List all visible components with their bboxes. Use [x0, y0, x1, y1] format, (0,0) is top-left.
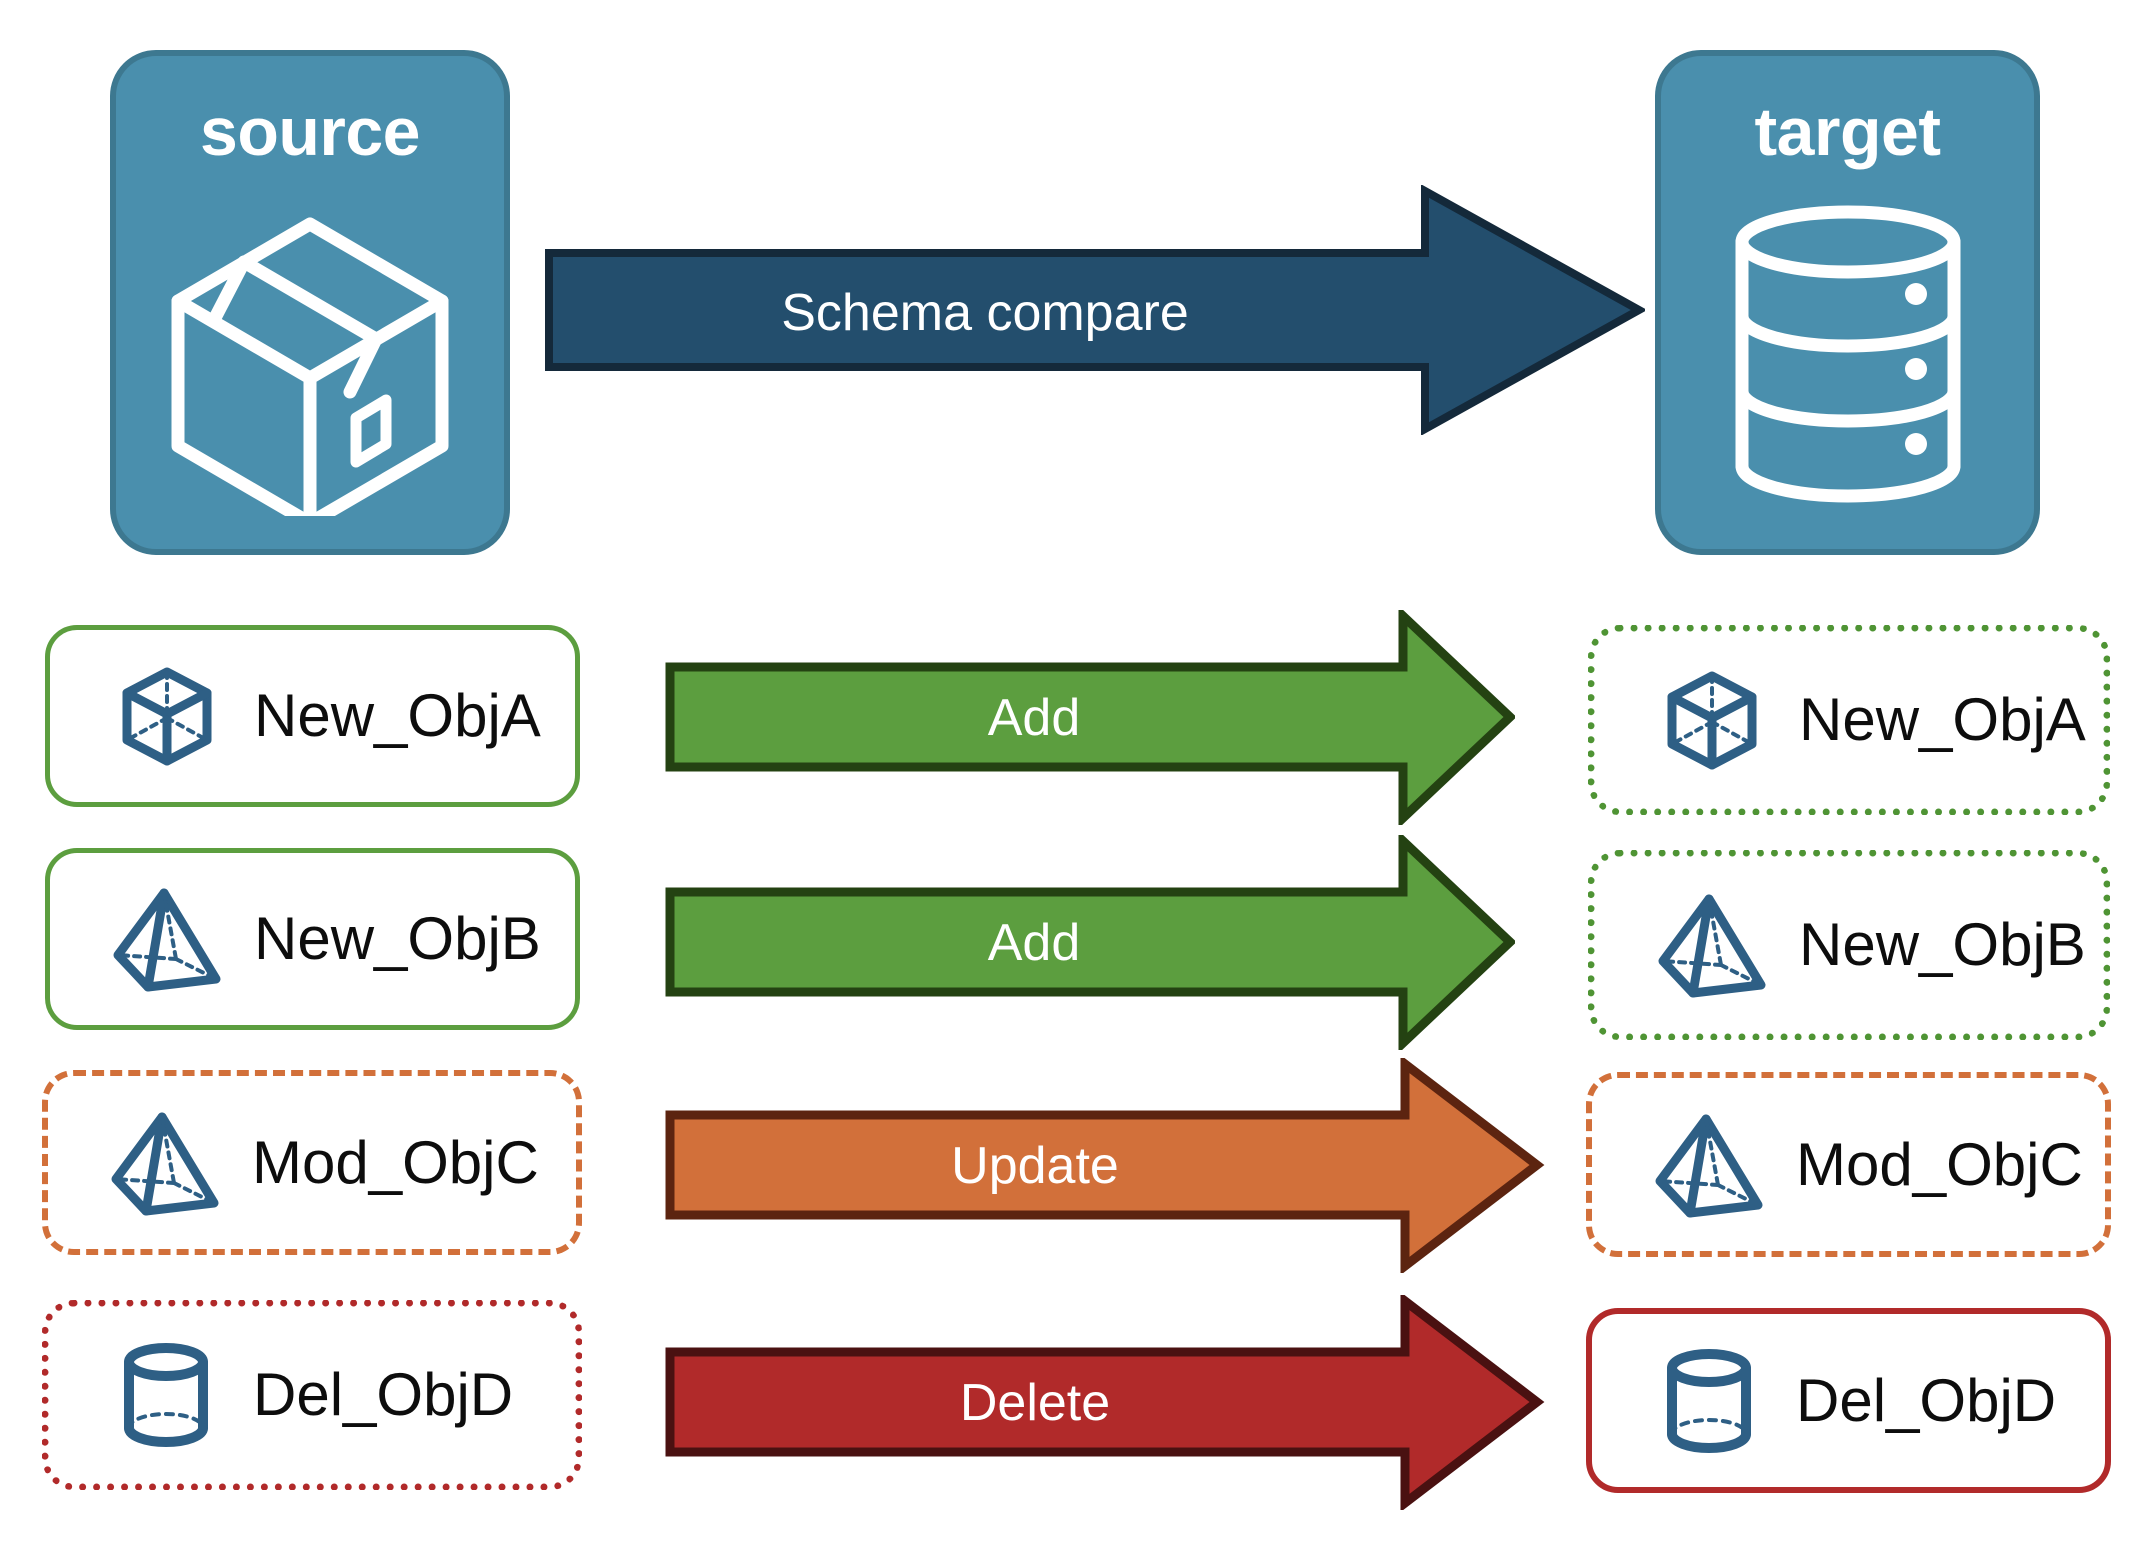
- package-box-icon: [116, 206, 504, 516]
- schema-compare-arrow: Schema compare: [545, 184, 1648, 436]
- source-object-label-4: Del_ObjD: [253, 1361, 514, 1428]
- source-object-label-1: New_ObjA: [254, 682, 541, 749]
- wireframe-pyramid-icon: [1653, 889, 1771, 1001]
- wireframe-cube-icon: [1653, 664, 1771, 776]
- add-arrow-row-1: Add: [665, 605, 1517, 829]
- source-object-row-1: New_ObjA: [45, 625, 580, 807]
- add-arrow-row-2: Add: [665, 830, 1517, 1054]
- wireframe-pyramid-icon: [1650, 1109, 1768, 1221]
- add-arrow-label-2: Add: [987, 914, 1081, 972]
- wireframe-pyramid-icon: [108, 883, 226, 995]
- target-panel: target: [1655, 50, 2040, 555]
- target-object-row-3: Mod_ObjC: [1586, 1072, 2111, 1257]
- target-object-label-1: New_ObjA: [1799, 686, 2086, 753]
- target-object-label-4: Del_ObjD: [1796, 1366, 2057, 1434]
- source-panel-title: source: [200, 94, 421, 170]
- target-object-row-2: New_ObjB: [1588, 850, 2110, 1040]
- source-object-row-2: New_ObjB: [45, 848, 580, 1030]
- wireframe-cube-icon: [108, 660, 226, 772]
- target-object-label-2: New_ObjB: [1799, 911, 2086, 978]
- schema-compare-label: Schema compare: [781, 284, 1189, 342]
- update-arrow-row-3: Update: [665, 1054, 1545, 1276]
- delete-arrow-row-4: Delete: [665, 1291, 1545, 1513]
- source-object-row-3: Mod_ObjC: [42, 1070, 582, 1255]
- add-arrow-label-1: Add: [987, 689, 1081, 747]
- source-object-label-3: Mod_ObjC: [252, 1128, 539, 1196]
- source-panel: source: [110, 50, 510, 555]
- target-panel-title: target: [1754, 94, 1941, 170]
- source-object-label-2: New_ObjB: [254, 905, 541, 972]
- wireframe-cylinder-icon: [107, 1336, 225, 1454]
- target-object-row-4: Del_ObjD: [1586, 1308, 2111, 1493]
- target-object-label-3: Mod_ObjC: [1796, 1130, 2083, 1198]
- target-object-row-1: New_ObjA: [1588, 625, 2110, 815]
- delete-arrow-label-4: Delete: [959, 1374, 1111, 1432]
- wireframe-cylinder-icon: [1650, 1342, 1768, 1460]
- database-cylinder-icon: [1661, 204, 2034, 504]
- source-object-row-4: Del_ObjD: [42, 1300, 582, 1490]
- wireframe-pyramid-icon: [106, 1107, 224, 1219]
- update-arrow-label-3: Update: [951, 1137, 1119, 1195]
